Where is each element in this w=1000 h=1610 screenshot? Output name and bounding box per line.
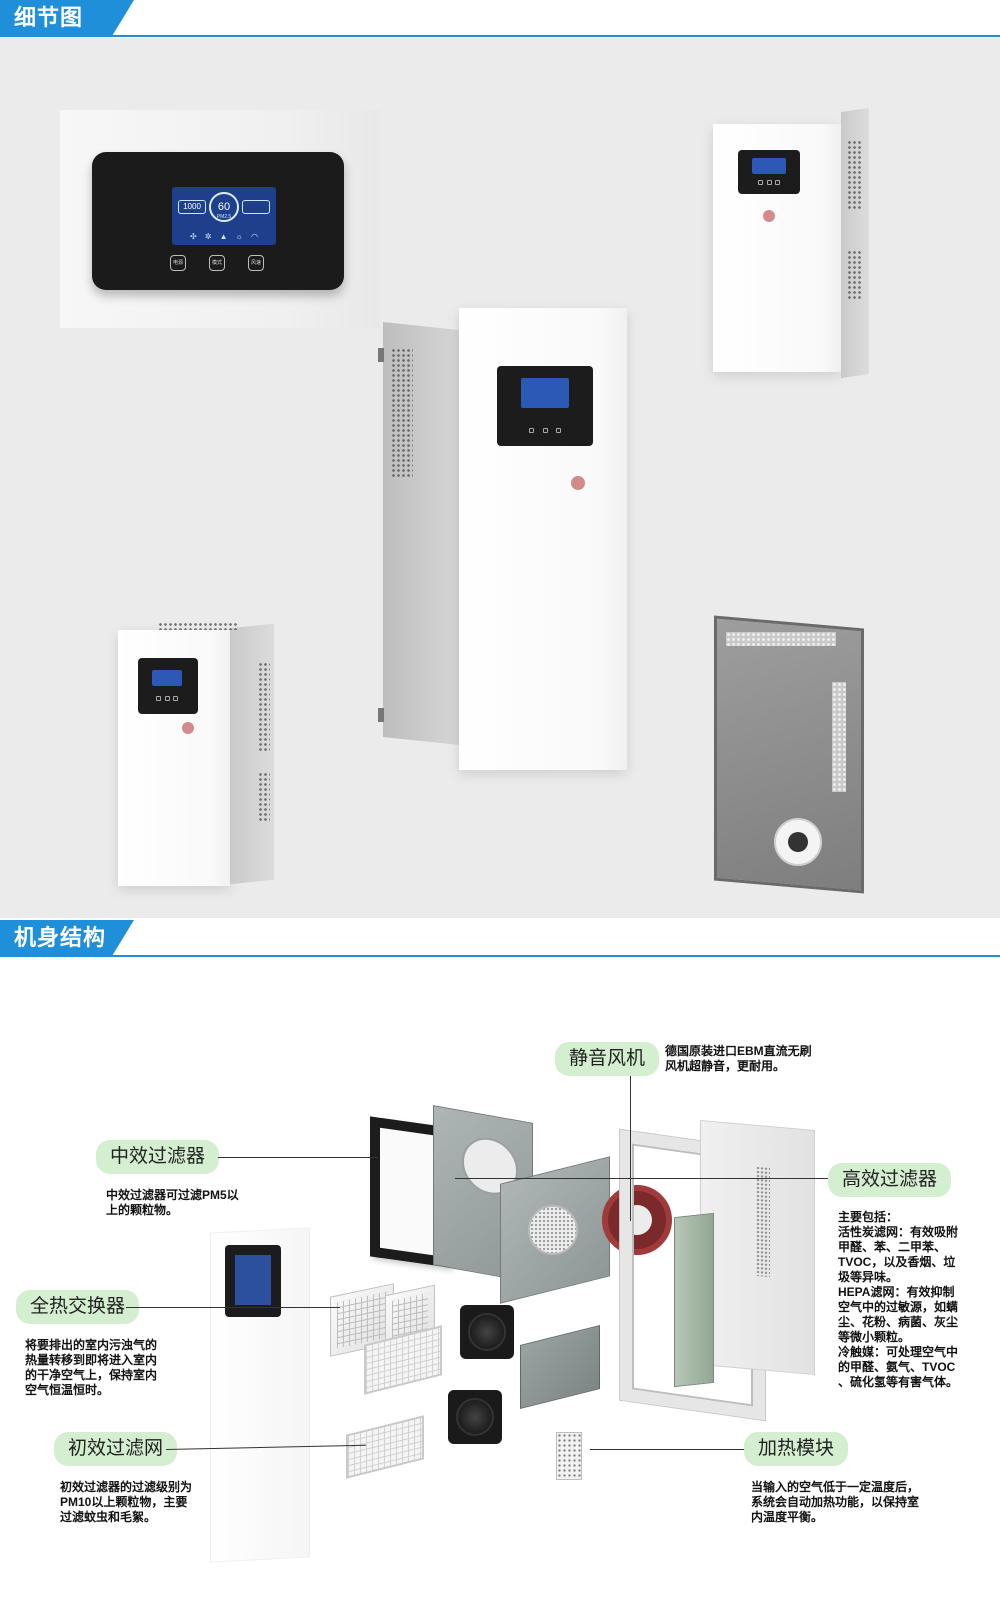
lcd-left-readout: 1000	[178, 200, 206, 214]
brand-logo-icon	[571, 476, 585, 490]
snowflake-icon: ✲	[204, 232, 212, 241]
details-section-title: 细节图	[0, 0, 134, 36]
side-vent-bottom	[258, 772, 270, 822]
details-header-divider	[0, 35, 1000, 37]
lcd-status-icons: ✣ ✲ ▲ ☼ ◠	[186, 233, 262, 241]
back-fan-port	[774, 818, 822, 866]
mount-bracket	[378, 348, 384, 362]
side-vent-top	[847, 140, 861, 210]
structure-header-divider	[0, 955, 1000, 957]
lcd-center-readout: 60	[209, 192, 239, 222]
heat-exchanger-leader	[126, 1307, 340, 1308]
mode-icon: ▲	[219, 232, 228, 241]
medium-filter-leader	[218, 1157, 378, 1158]
top-vent	[158, 622, 238, 630]
side-vent-top	[391, 348, 413, 478]
inlet-mesh-disc	[528, 1205, 578, 1255]
control-pcb	[674, 1212, 714, 1388]
unit-buttons	[529, 428, 561, 433]
medium-filter-label: 中效过滤器	[96, 1140, 220, 1174]
control-panel: 1000 60 PM2.5 ✣ ✲ ▲ ☼ ◠ 电源 模式 风速	[92, 152, 344, 290]
fan-speed-button: 风速	[248, 255, 264, 271]
side-vent-top	[258, 662, 270, 752]
axial-fan-lower	[448, 1390, 502, 1444]
lcd-display: 1000 60 PM2.5 ✣ ✲ ▲ ☼ ◠	[172, 187, 276, 245]
unit-bottom-left-image	[118, 622, 278, 892]
side-vent	[832, 682, 846, 792]
brand-logo-icon	[182, 722, 194, 734]
ebm-fan-ring	[602, 1185, 672, 1255]
primary-filter-label: 初效过滤网	[54, 1432, 178, 1466]
power-button: 电源	[170, 255, 186, 271]
lcd-center-unit: PM2.5	[216, 214, 232, 220]
heating-element	[556, 1432, 582, 1480]
silent-fan-leader	[630, 1076, 631, 1221]
unit-display	[752, 158, 786, 174]
structure-section-title: 机身结构	[0, 920, 134, 956]
primary-filter-description: 初效过滤器的过滤级别为 PM10以上颗粒物，主要 过滤蚊虫和毛絮。	[60, 1480, 193, 1524]
unit-top-right-image	[713, 108, 873, 378]
heating-module-label: 加热模块	[744, 1432, 849, 1466]
hepa-filter-label: 高效过滤器	[828, 1163, 952, 1197]
hepa-filter-leader	[455, 1178, 828, 1179]
sun-icon: ☼	[235, 232, 243, 241]
mount-bracket	[378, 708, 384, 722]
top-vent	[726, 632, 836, 646]
unit-screen	[138, 658, 198, 714]
unit-buttons	[156, 696, 178, 701]
unit-display	[152, 670, 182, 686]
heat-exchanger-label: 全热交换器	[16, 1290, 140, 1324]
mode-button: 模式	[209, 255, 225, 271]
unit-ghost-screen	[225, 1245, 281, 1317]
unit-back-view-image	[714, 615, 864, 894]
unit-screen	[738, 150, 800, 194]
fan-bracket	[520, 1325, 600, 1409]
structure-section-header: 机身结构	[0, 920, 1000, 960]
unit-display	[521, 378, 569, 408]
unit-buttons	[758, 180, 780, 185]
heating-module-leader	[590, 1449, 744, 1450]
rear-panel	[700, 1119, 815, 1376]
control-panel-closeup-image: 1000 60 PM2.5 ✣ ✲ ▲ ☼ ◠ 电源 模式 风速	[60, 110, 380, 328]
heating-module-description: 当输入的空气低于一定温度后， 系统会自动加热功能，以保持室 内温度平衡。	[751, 1480, 920, 1524]
wifi-icon: ◠	[250, 232, 258, 241]
heat-exchanger-description: 将要排出的室内污浊气的 热量转移到即将进入室内 的干净空气上，保持室内 空气恒温…	[25, 1338, 158, 1397]
axial-fan-upper	[460, 1305, 514, 1359]
primary-filter-screen	[346, 1415, 424, 1479]
unit-center-image	[378, 308, 628, 773]
details-section-header: 细节图	[0, 0, 1000, 40]
hepa-filter-description: 主要包括： 活性炭滤网：有效吸附 甲醛、苯、二甲苯、 TVOC，以及香烟、垃 圾…	[838, 1210, 959, 1389]
medium-filter-description: 中效过滤器可过滤PM5以 上的颗粒物。	[106, 1188, 239, 1217]
silent-fan-label: 静音风机	[555, 1042, 660, 1076]
lcd-center-value: 60	[217, 201, 231, 213]
lcd-right-readout	[242, 200, 270, 214]
fan-icon: ✣	[190, 232, 197, 241]
rear-panel-vents	[756, 1165, 770, 1278]
brand-logo-icon	[763, 210, 775, 222]
side-vent-bottom	[847, 250, 861, 300]
silent-fan-description: 德国原装进口EBM直流无刷 风机超静音，更耐用。	[665, 1044, 812, 1073]
unit-screen	[497, 366, 593, 446]
